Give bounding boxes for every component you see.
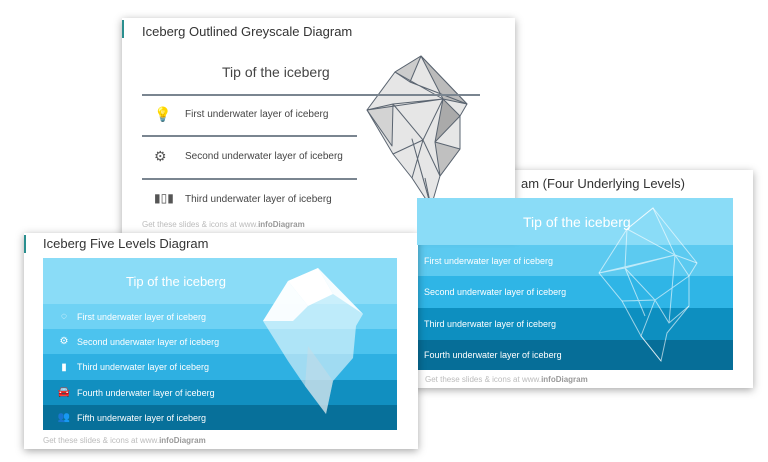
layer-label: Third underwater layer of iceberg xyxy=(424,319,557,329)
layer-label: Fourth underwater layer of iceberg xyxy=(77,387,215,398)
iceberg-greyscale-icon xyxy=(366,55,468,208)
layer-row: 👥 Fifth underwater layer of iceberg xyxy=(43,405,397,430)
footer-credit: Get these slides & icons at www.infoDiag… xyxy=(43,436,206,445)
slide-title: Iceberg Five Levels Diagram xyxy=(43,236,209,251)
tip-label: Tip of the iceberg xyxy=(126,273,226,289)
accent-bar xyxy=(122,20,124,38)
slide-five-levels[interactable]: Iceberg Five Levels Diagram Tip of the i… xyxy=(24,233,418,449)
gears-icon: ⚙ xyxy=(154,148,167,164)
slide-title: am (Four Underlying Levels) xyxy=(521,176,686,191)
footer-credit: Get these slides & icons at www.infoDiag… xyxy=(425,375,588,384)
tip-label: Tip of the iceberg xyxy=(222,64,330,80)
car-icon: 🚘 xyxy=(57,387,71,398)
layer-label: Fourth underwater layer of iceberg xyxy=(424,350,562,360)
layer-label: First underwater layer of iceberg xyxy=(424,255,554,266)
layer-label: Third underwater layer of iceberg xyxy=(185,194,332,205)
iceberg-solid-icon xyxy=(263,268,363,414)
layer-label: Second underwater layer of iceberg xyxy=(77,336,220,347)
layer-row: Fourth underwater layer of iceberg xyxy=(417,340,733,370)
gears-icon: ⚙ xyxy=(59,336,69,347)
bar-chart-icon: ▮ xyxy=(61,361,67,373)
lightbulb-icon: 💡 xyxy=(154,106,172,122)
lightbulb-icon: ◌ xyxy=(61,311,67,322)
layer-label: First underwater layer of iceberg xyxy=(77,311,207,322)
divider xyxy=(142,135,357,137)
layer-label: Third underwater layer of iceberg xyxy=(77,362,210,372)
accent-bar xyxy=(24,235,26,253)
tip-label: Tip of the iceberg xyxy=(523,213,631,230)
waterline xyxy=(357,94,480,96)
slide-title: Iceberg Outlined Greyscale Diagram xyxy=(142,24,353,39)
layer-label: First underwater layer of iceberg xyxy=(185,109,329,120)
layer-row: 🚘 Fourth underwater layer of iceberg xyxy=(43,380,397,405)
layer-row: Third underwater layer of iceberg xyxy=(417,308,733,340)
layer-label: Second underwater layer of iceberg xyxy=(424,287,567,297)
people-icon: 👥 xyxy=(57,412,71,423)
divider xyxy=(142,94,480,96)
iceberg-panel: Tip of the iceberg First underwater laye… xyxy=(417,198,733,370)
layer-row: First underwater layer of iceberg xyxy=(417,245,733,276)
layer-row: Second underwater layer of iceberg xyxy=(417,276,733,308)
layer-label: Fifth underwater layer of iceberg xyxy=(77,412,207,423)
divider xyxy=(142,178,357,180)
layer-label: Second underwater layer of iceberg xyxy=(185,151,343,162)
footer-credit: Get these slides & icons at www.infoDiag… xyxy=(142,220,305,229)
bar-chart-icon: ▮▯▮ xyxy=(154,191,174,205)
slide-four-levels[interactable]: am (Four Underlying Levels) Tip of the i… xyxy=(415,170,753,388)
iceberg-panel: Tip of the iceberg ◌ First underwater lay… xyxy=(43,258,397,430)
tip-band: Tip of the iceberg xyxy=(417,198,733,245)
